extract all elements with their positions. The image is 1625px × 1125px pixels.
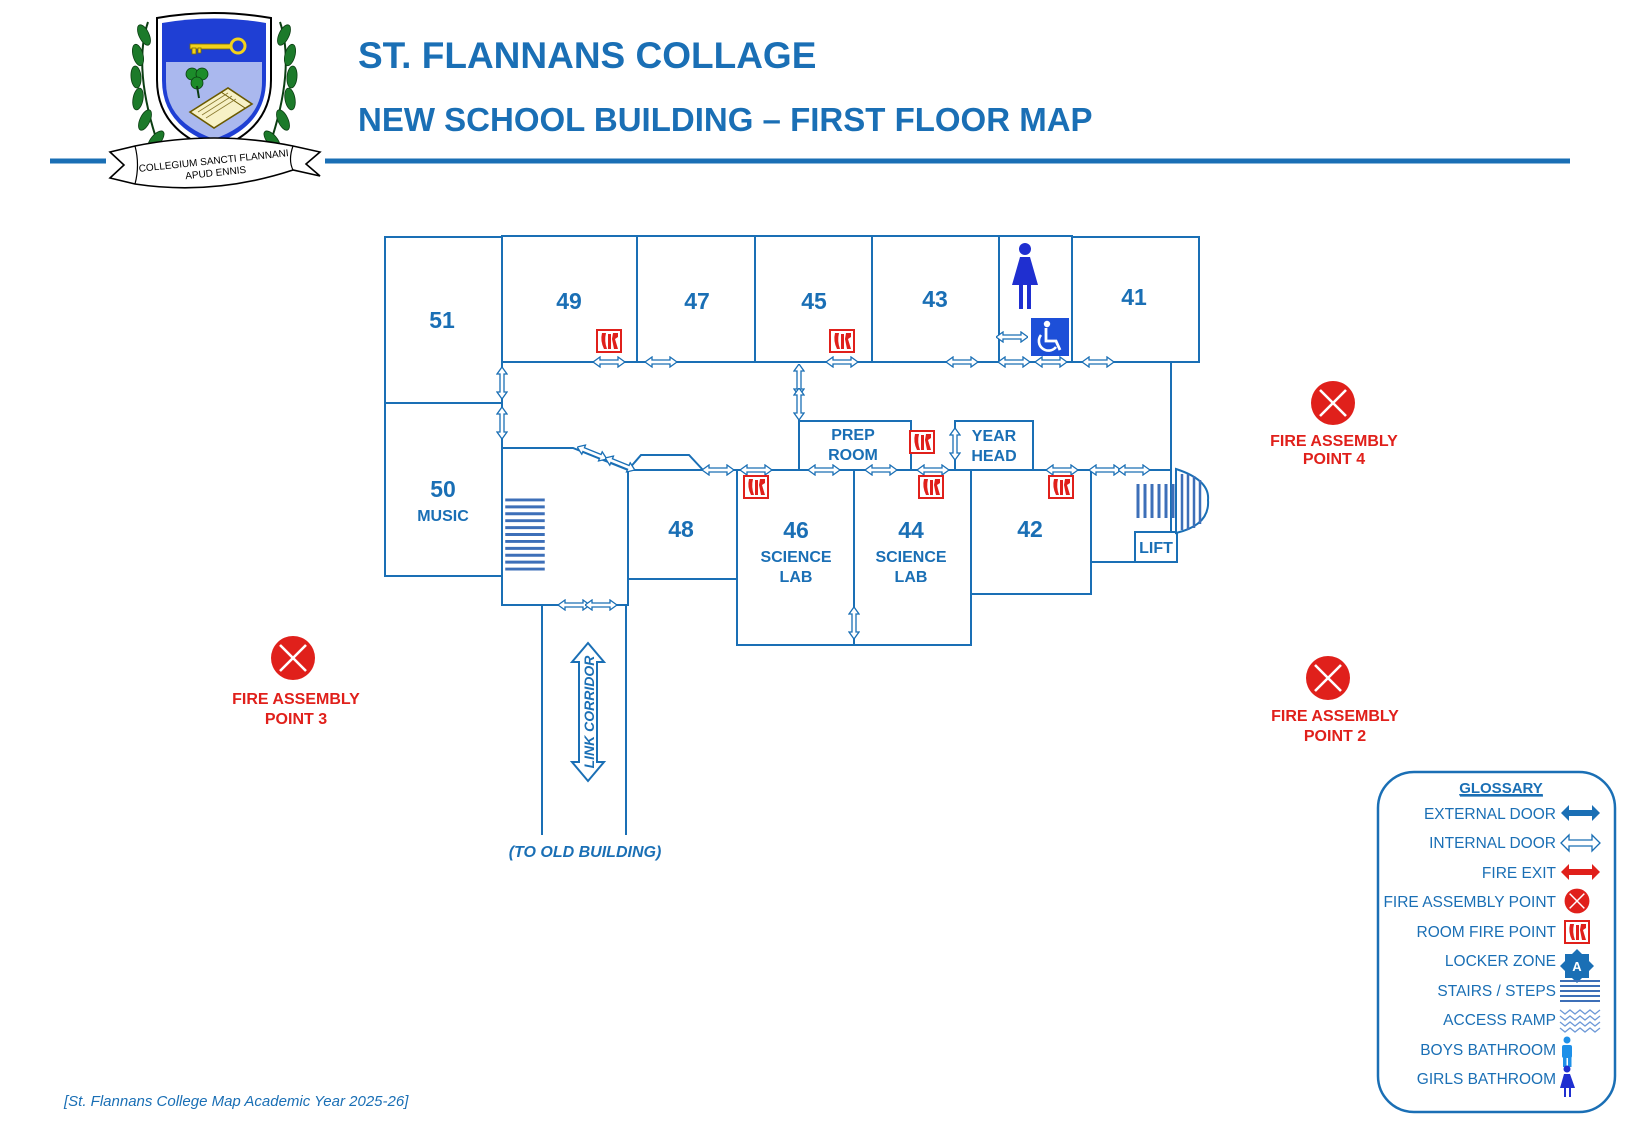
girls-bathroom-icon (1560, 1065, 1575, 1097)
prep-room-line1: PREP (831, 427, 875, 444)
room-46-name-line1: SCIENCE (760, 549, 831, 566)
old-building-label: (TO OLD BUILDING) (509, 844, 662, 861)
accessible-icon (1031, 318, 1069, 356)
room-50-label: 50 (430, 476, 456, 502)
footer-note: [St. Flannans College Map Academic Year … (63, 1093, 409, 1110)
room-41[interactable] (1071, 236, 1200, 363)
room-44-science-lab[interactable] (853, 469, 972, 646)
key-icon (189, 37, 247, 55)
access-ramp-icon (1559, 1009, 1601, 1033)
page-subtitle: NEW SCHOOL BUILDING – FIRST FLOOR MAP (358, 101, 1093, 138)
fap2-line1: FIRE ASSEMBLY (1271, 708, 1399, 725)
header: ST. FLANNANS COLLAGE NEW SCHOOL BUILDING… (50, 35, 1570, 164)
room-43[interactable] (871, 235, 1000, 363)
room-46-label: 46 (783, 517, 809, 543)
page-title: ST. FLANNANS COLLAGE (358, 35, 816, 76)
glossary-label-fire-assembly-point: FIRE ASSEMBLY POINT (1383, 894, 1556, 911)
external-door-icon (1561, 805, 1600, 821)
internal-door-icon[interactable] (793, 388, 805, 420)
lift-stairs (1136, 484, 1175, 518)
room-51-label: 51 (429, 307, 455, 333)
room-fire-point-icon (596, 329, 622, 353)
room-fire-point-icon (829, 329, 855, 353)
glossary-label-girls-bathroom: GIRLS BATHROOM (1417, 1071, 1556, 1088)
fap2-line2: POINT 2 (1304, 728, 1366, 745)
glossary-title: GLOSSARY (1459, 780, 1543, 797)
shamrock-icon (185, 67, 209, 99)
room-fire-point-icon (743, 475, 769, 499)
internal-door-icon[interactable] (585, 599, 617, 611)
prep-room-line2: ROOM (828, 447, 878, 464)
room-47-label: 47 (684, 288, 710, 314)
fire-assembly-point-icon (270, 635, 316, 681)
college-crest-logo: COLLEGIUM SANCTI FLANNANI APUD ENNIS (108, 12, 322, 189)
room-44-label: 44 (898, 517, 924, 543)
book-icon (188, 87, 254, 129)
glossary-label-stairs: STAIRS / STEPS (1437, 983, 1556, 1000)
glossary-label-access-ramp: ACCESS RAMP (1443, 1012, 1556, 1029)
room-fire-point-icon (1048, 475, 1074, 499)
floor-plan: 51 49 47 45 43 41 50 MUSIC 48 46 SCIENCE… (384, 235, 1210, 861)
glossary-label-external-door: EXTERNAL DOOR (1424, 806, 1556, 823)
glossary-label-room-fire-point: ROOM FIRE POINT (1417, 924, 1557, 941)
fap3-line1: FIRE ASSEMBLY (232, 691, 360, 708)
fire-exit-icon (1561, 864, 1600, 880)
room-43-label: 43 (922, 286, 948, 312)
fire-assembly-point-icon (1564, 888, 1590, 914)
internal-door-icon (1560, 833, 1601, 853)
room-50-name: MUSIC (417, 508, 469, 525)
year-head-line2: HEAD (971, 448, 1016, 465)
fap4-line2: POINT 4 (1303, 451, 1365, 468)
room-44-name-line1: SCIENCE (875, 549, 946, 566)
room-51[interactable] (384, 236, 503, 404)
room-fire-point-icon (918, 475, 944, 499)
girls-bathroom-icon (1012, 243, 1038, 309)
room-fire-point-icon (909, 430, 935, 454)
fire-assembly-point-icon (1310, 380, 1356, 426)
ramp-hatching (1180, 474, 1202, 530)
boys-bathroom-icon (1562, 1036, 1572, 1067)
glossary-label-internal-door: INTERNAL DOOR (1429, 835, 1556, 852)
stairs-icon (1560, 980, 1600, 1002)
lift-label: LIFT (1139, 540, 1173, 557)
fire-assembly-point-4: FIRE ASSEMBLY POINT 4 (1270, 380, 1398, 468)
room-46-name-line2: LAB (780, 569, 813, 586)
year-head-line1: YEAR (972, 428, 1017, 445)
room-47[interactable] (636, 235, 756, 363)
glossary-label-fire-exit: FIRE EXIT (1482, 865, 1557, 882)
internal-door-icon[interactable] (1118, 464, 1150, 476)
room-46-science-lab[interactable] (736, 469, 855, 646)
lift[interactable] (1134, 531, 1178, 563)
room-44-name-line2: LAB (895, 569, 928, 586)
glossary-label-boys-bathroom: BOYS BATHROOM (1420, 1042, 1556, 1059)
locker-zone-icon: A (1560, 949, 1594, 983)
glossary-label-locker-zone: LOCKER ZONE (1445, 953, 1556, 970)
link-corridor-label: LINK CORRIDOR (581, 655, 597, 769)
fire-assembly-point-3: FIRE ASSEMBLY POINT 3 (232, 635, 360, 728)
fap3-line2: POINT 3 (265, 711, 327, 728)
internal-door-icon[interactable] (1089, 464, 1121, 476)
stairs-icon (505, 498, 545, 571)
room-fire-point-icon (1564, 920, 1590, 944)
year-head-room[interactable] (954, 420, 1034, 471)
room-45-label: 45 (801, 288, 827, 314)
fire-assembly-point-2: FIRE ASSEMBLY POINT 2 (1271, 655, 1399, 745)
fire-assembly-point-icon (1305, 655, 1351, 701)
two-way-arrow-icon (569, 641, 607, 783)
stair-landing (627, 454, 704, 471)
room-50-music[interactable] (384, 402, 503, 577)
locker-zone-badge: A (1572, 959, 1582, 974)
room-41-label: 41 (1121, 284, 1147, 310)
room-49-label: 49 (556, 288, 582, 314)
room-48-label: 48 (668, 516, 694, 542)
room-42-label: 42 (1017, 516, 1043, 542)
fap4-line1: FIRE ASSEMBLY (1270, 433, 1398, 450)
glossary-panel: GLOSSARY EXTERNAL DOOR INTERNAL DOOR FIR… (1376, 770, 1617, 1114)
